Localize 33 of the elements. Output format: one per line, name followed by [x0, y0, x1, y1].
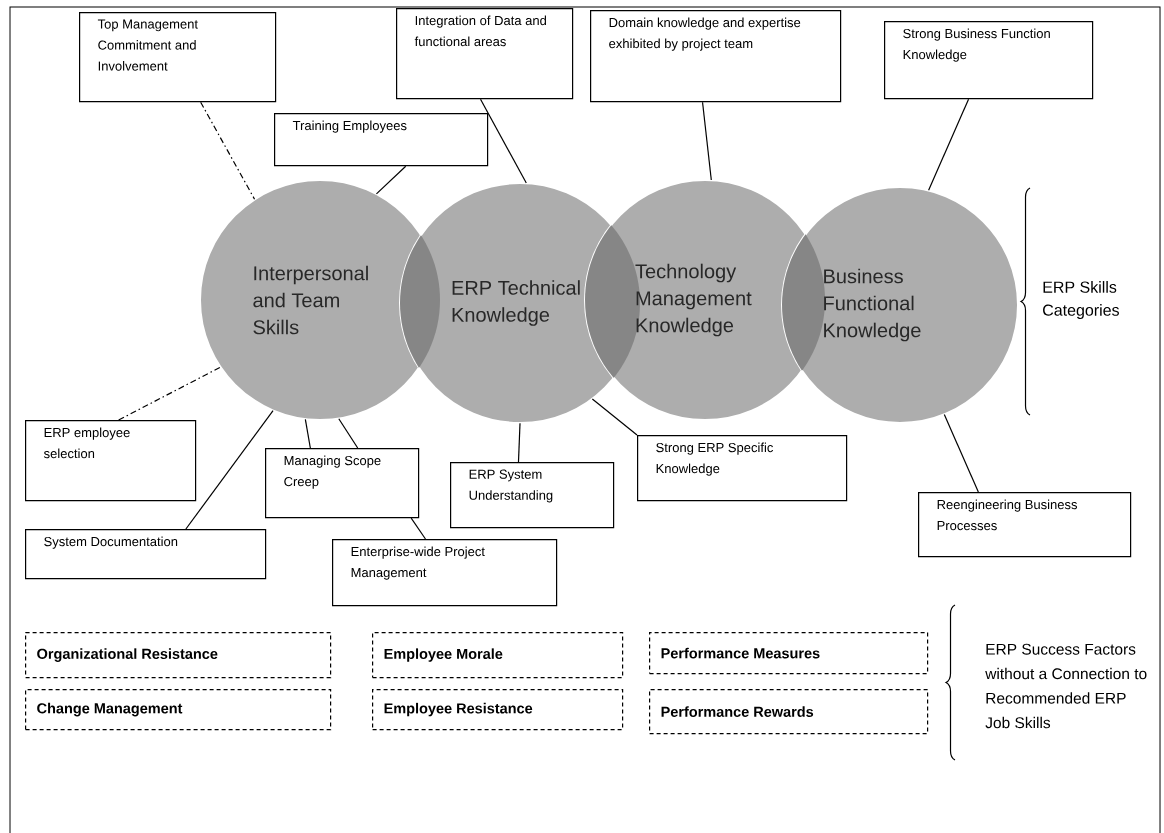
text-box: Strong ERP Specific Knowledge: [637, 435, 848, 502]
dashed-box: Employee Morale: [372, 632, 624, 679]
text-box: Enterprise-wide Project Management: [332, 539, 558, 607]
leader-line: [304, 418, 311, 449]
leader-line: [185, 410, 274, 530]
dashed-box: Employee Resistance: [372, 689, 624, 731]
text-box: System Documentation: [25, 529, 267, 580]
brace-label: ERP Skills Categories: [1043, 281, 1119, 319]
leader-line: [375, 165, 407, 195]
brace-label: ERP Success Factors without a Connection to Recommended ERP Job Skills: [985, 643, 1147, 729]
text-box: Strong Business Function Knowledge: [884, 21, 1094, 100]
text-box: Training Employees: [274, 113, 489, 167]
text-box: Managing Scope Creep: [265, 448, 420, 519]
leader-line: [928, 98, 970, 191]
leader-line: [943, 414, 979, 493]
text-box: ERP employee selection: [25, 420, 197, 502]
leader-line: [410, 517, 427, 540]
text-box: Domain knowledge and expertise exhibited by project team: [590, 10, 842, 103]
dashed-box: Performance Rewards: [649, 689, 929, 735]
text-box: Integration of Data and functional areas: [396, 8, 574, 100]
text-box: Reengineering Business Processes: [918, 492, 1132, 558]
dashed-box: Change Management: [25, 689, 332, 731]
text-box: Top Management Commitment and Involvement: [79, 12, 277, 103]
dashed-box: Organizational Resistance: [25, 632, 332, 679]
dashed-box: Performance Measures: [649, 632, 929, 675]
text-box: ERP System Understanding: [450, 462, 615, 529]
leader-line: [479, 98, 527, 184]
leader-line: [591, 398, 638, 436]
leader-line: [517, 422, 521, 463]
leader-line: [338, 418, 359, 449]
leader-line: [118, 366, 221, 421]
leader-line: [200, 101, 256, 200]
leader-line: [701, 101, 712, 181]
